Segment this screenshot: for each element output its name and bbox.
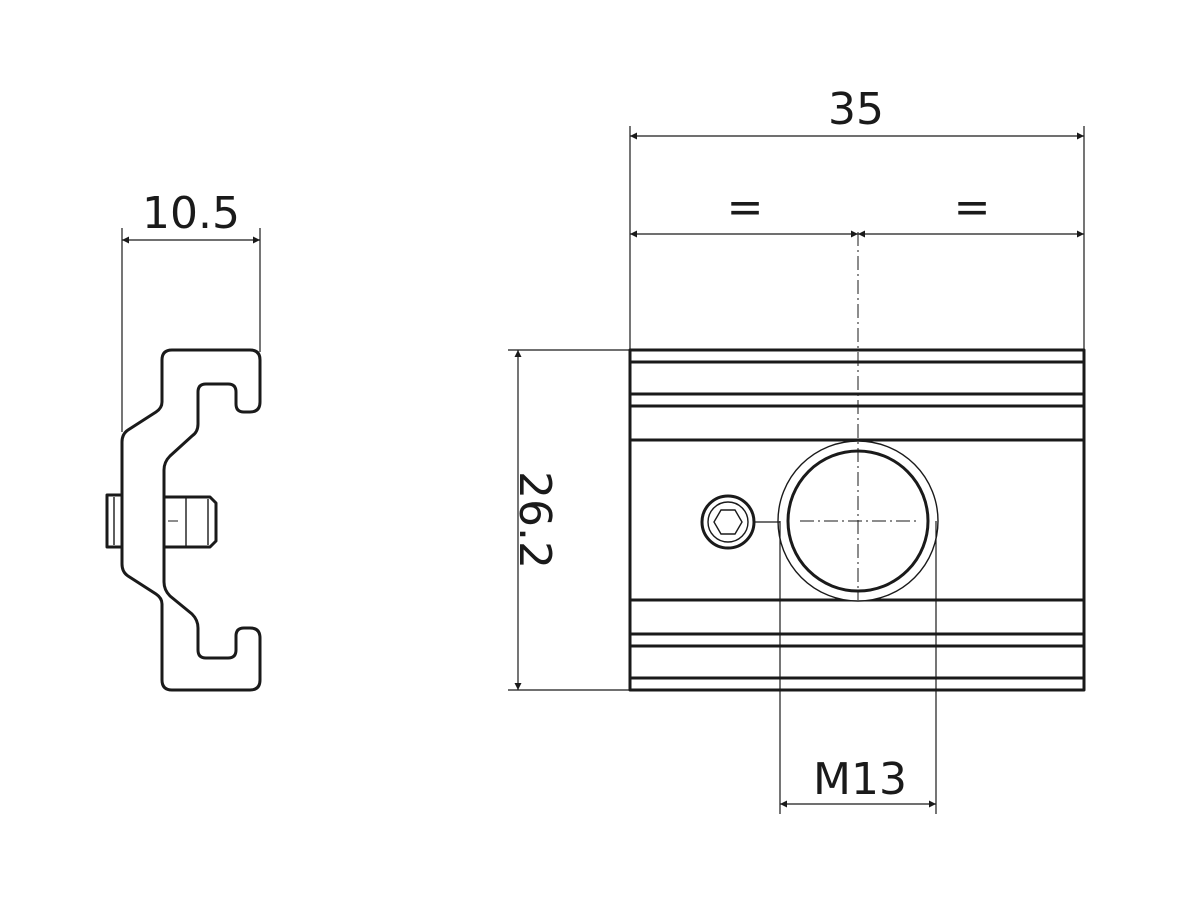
front-view-block <box>628 348 1086 692</box>
side-view-profile <box>120 348 262 692</box>
front-view: 35 = = 26.2 M13 <box>508 84 1086 814</box>
left-half-equal-label: = <box>727 182 764 233</box>
hex-socket-icon <box>713 509 743 535</box>
height-dimension-label: 26.2 <box>509 471 560 569</box>
thread-dimension-label: M13 <box>813 754 907 805</box>
set-screw-inner-circle <box>707 501 749 543</box>
right-half-equal-label: = <box>954 182 991 233</box>
overall-width-dimension-label: 35 <box>828 84 884 135</box>
set-screw-circle <box>700 494 756 550</box>
set-screw-head <box>105 493 124 549</box>
side-width-dimension-label: 10.5 <box>142 188 240 239</box>
set-screw-body <box>162 495 218 549</box>
side-view: 10.5 <box>105 188 262 692</box>
